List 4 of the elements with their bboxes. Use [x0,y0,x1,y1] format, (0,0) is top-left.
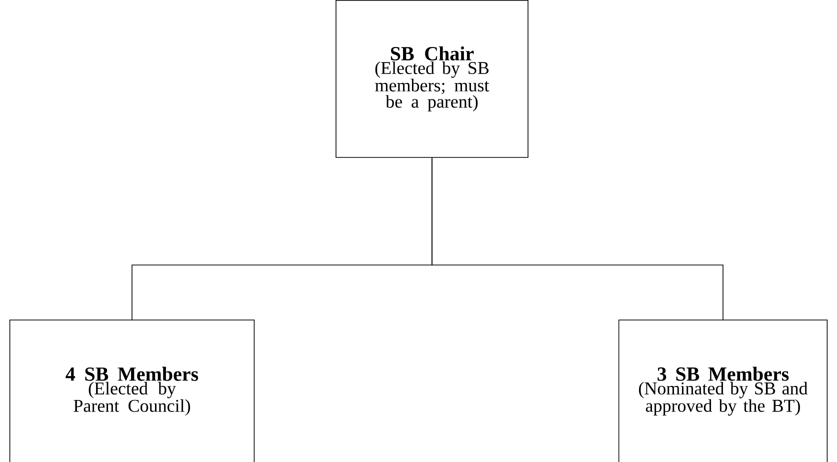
org-box: 4 SB Members (Elected by Parent Council) [9,320,255,462]
org-box: 3 SB Members (Nominated by SB and approved by the BT) [618,320,828,462]
org-box: SB Chair (Elected by SB members; must be a parent) [336,0,528,158]
connector-line [432,157,724,320]
